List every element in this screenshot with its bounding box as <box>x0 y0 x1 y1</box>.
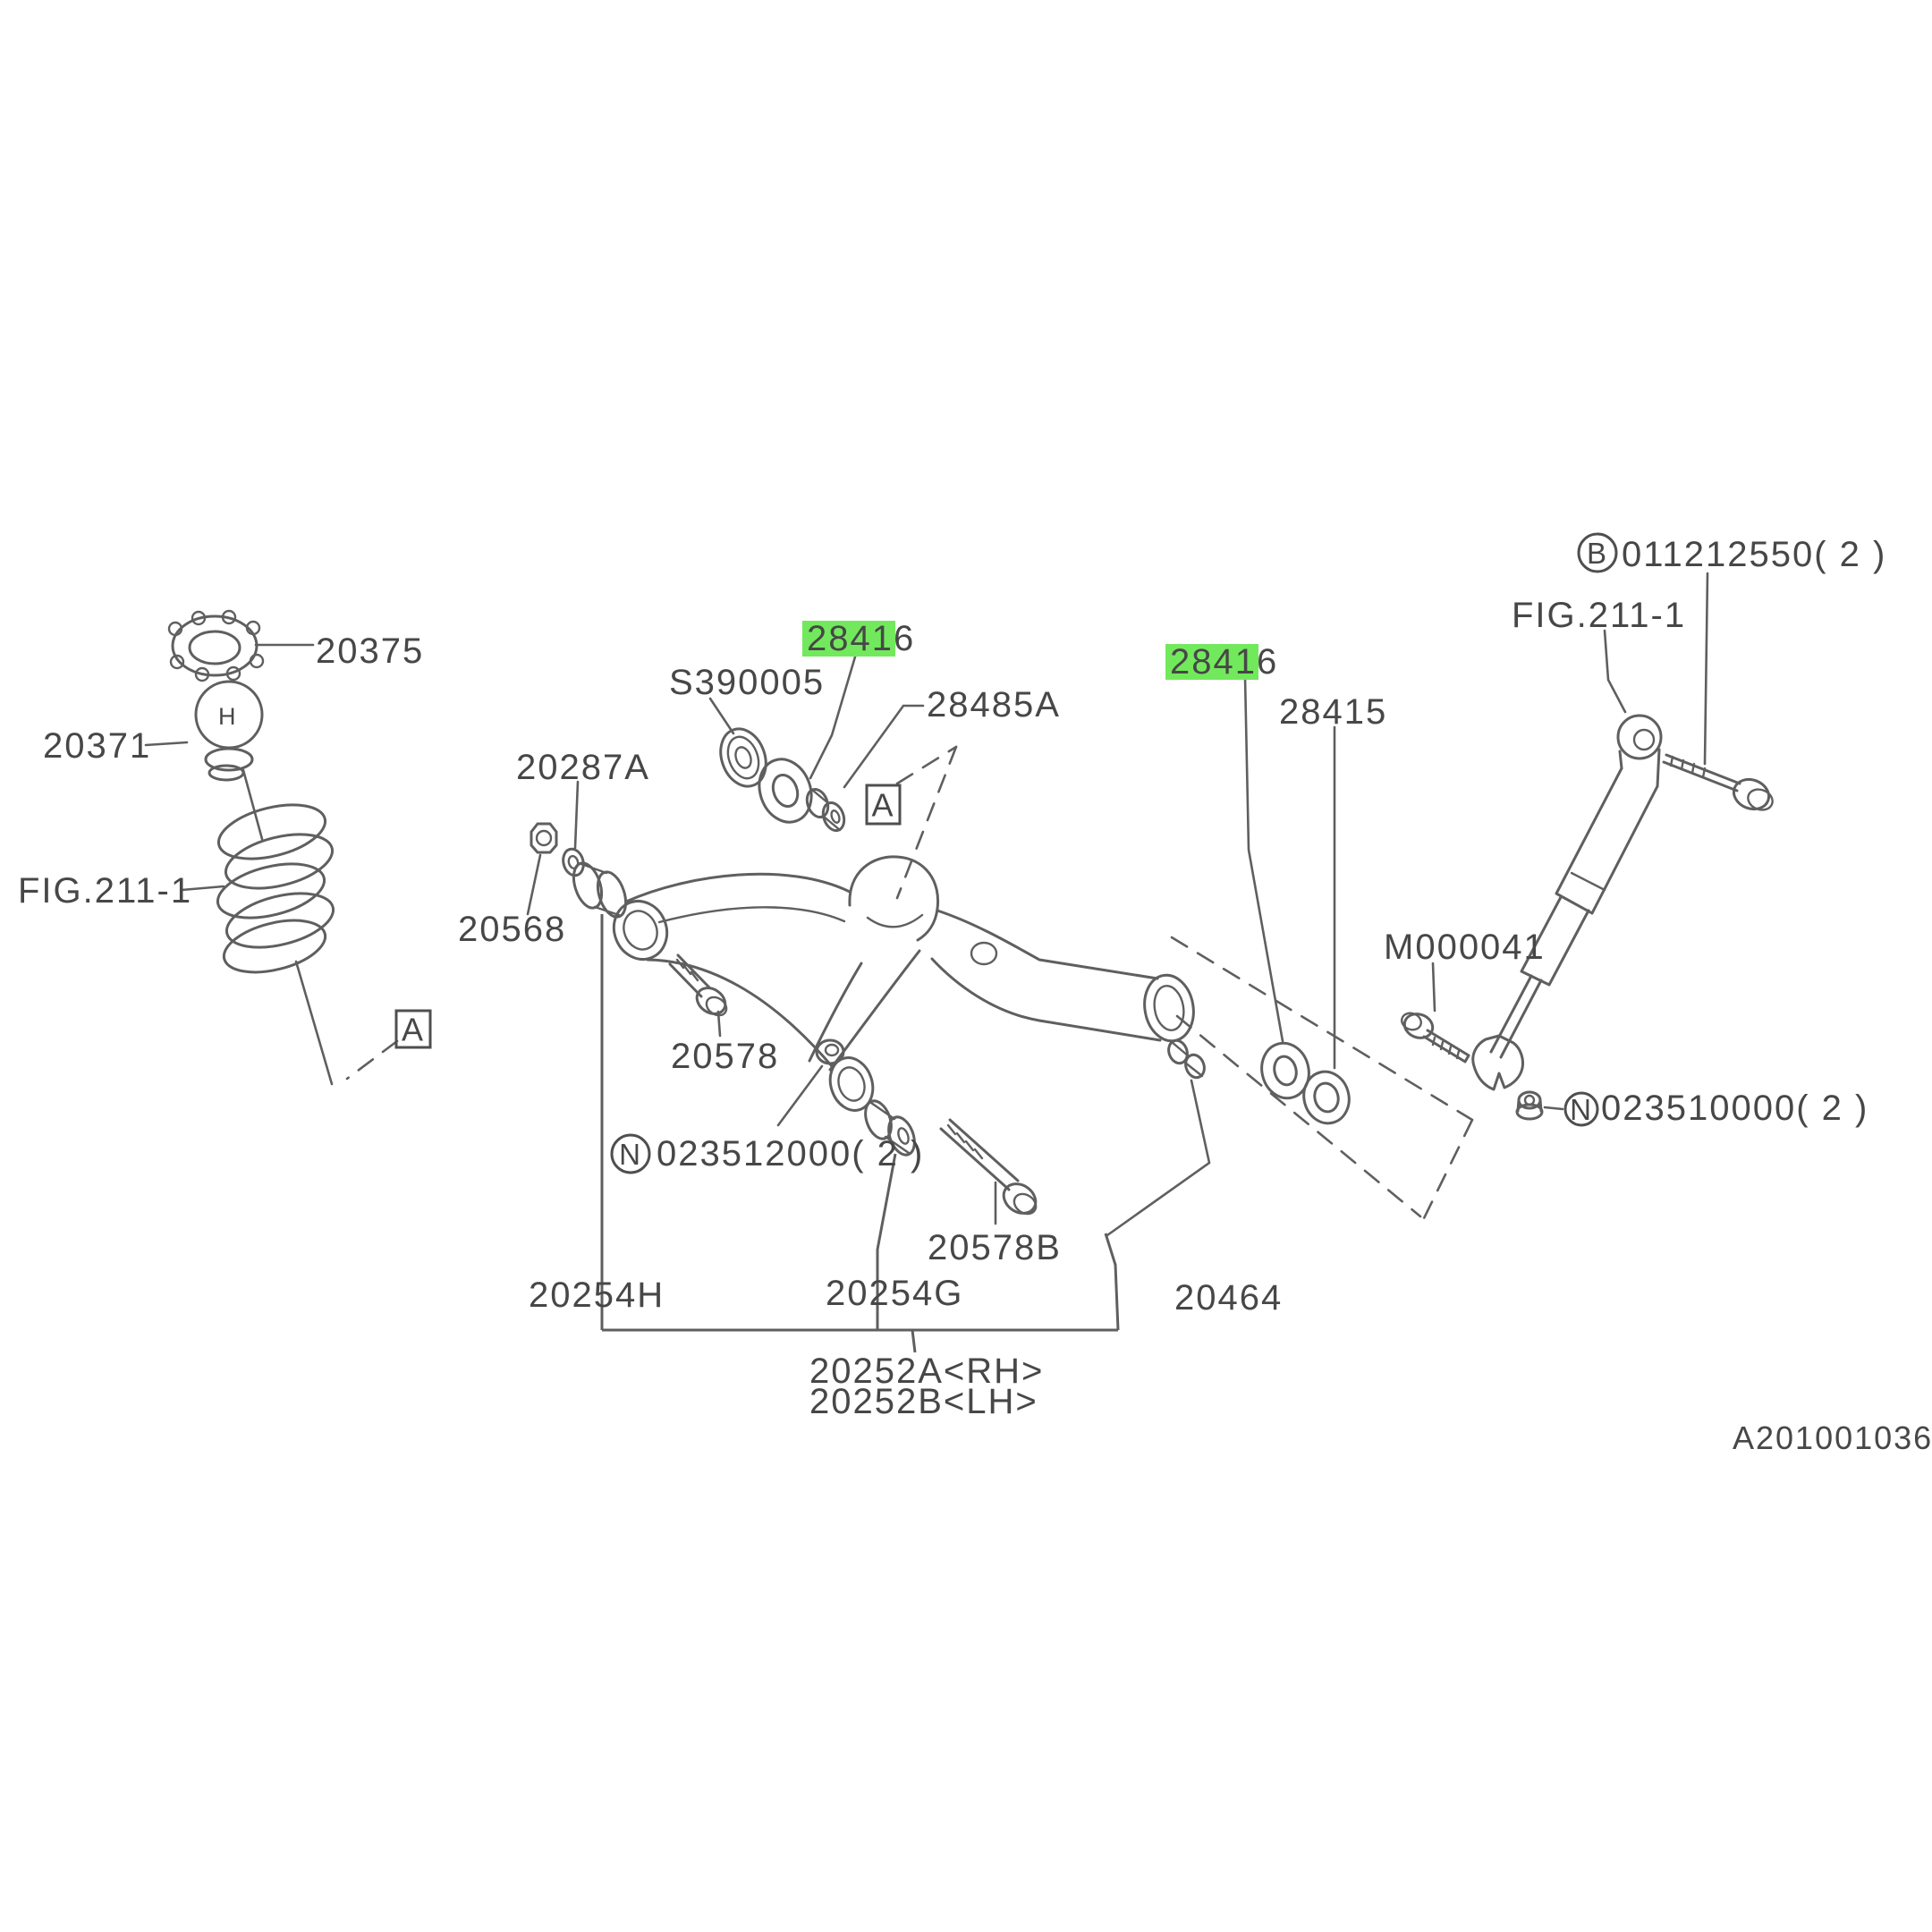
label-s390005: S390005 <box>669 663 825 702</box>
detail-box-a-left: A <box>394 1009 432 1049</box>
label-layer: 2037520371FIG.211-120287A20568S390005284… <box>18 535 1932 1456</box>
nut-20287a <box>530 822 558 854</box>
label-20375: 20375 <box>316 631 424 671</box>
label-20578b: 20578B <box>928 1228 1062 1267</box>
trailing-arm <box>612 855 1195 1112</box>
label-011212550: 011212550( 2 ) <box>1622 535 1886 574</box>
label-h-mark: H <box>218 703 238 730</box>
nut-marker-n2: N <box>1563 1091 1599 1127</box>
spring-seat-20375 <box>167 609 265 682</box>
label-28415: 28415 <box>1279 692 1387 732</box>
label-023512000: 023512000( 2 ) <box>657 1134 924 1174</box>
label-28416-left-highlight <box>802 621 895 657</box>
bump-stop-20371 <box>194 680 264 782</box>
label-20464: 20464 <box>1174 1278 1283 1318</box>
washer-28416-right <box>1260 1041 1310 1100</box>
marker-layer: A A B N N <box>394 532 1618 1174</box>
coil-spring <box>216 803 335 974</box>
label-20371: 20371 <box>43 726 151 766</box>
label-20252b: 20252B<LH> <box>809 1382 1038 1421</box>
label-28416-right: 28416 <box>1170 642 1278 682</box>
label-20252a: 20252A<RH> <box>809 1352 1044 1391</box>
bushing-28485a <box>805 788 846 832</box>
washer-28416-left <box>758 758 813 824</box>
label-fig211-right: FIG.211-1 <box>1512 596 1686 635</box>
label-m000041: M000041 <box>1384 928 1546 967</box>
svg-text:B: B <box>1587 537 1608 570</box>
bolt-m000041 <box>1401 1012 1470 1063</box>
bolt-marker-b: B <box>1577 532 1618 573</box>
bushing-20568 <box>572 861 628 919</box>
bushing-20254g <box>864 1099 916 1157</box>
label-20568: 20568 <box>458 910 566 949</box>
washer-28415 <box>1302 1070 1351 1125</box>
bolt-011212550 <box>1662 753 1774 811</box>
dashed-detail-lines <box>345 745 1474 1220</box>
bearing-s390005 <box>719 727 767 788</box>
label-fig211-left: FIG.211-1 <box>18 871 192 911</box>
pin-20464 <box>1167 1038 1206 1080</box>
nut-023512000 <box>815 1038 845 1065</box>
label-20254h: 20254H <box>529 1275 665 1315</box>
highlight-layer <box>802 621 1258 680</box>
svg-text:N: N <box>619 1138 642 1171</box>
label-28485a: 28485A <box>927 685 1061 724</box>
label-20287a: 20287A <box>516 748 650 787</box>
leader-lines <box>144 572 1709 1237</box>
nut-marker-n1: N <box>610 1133 651 1174</box>
bracket-lines <box>600 914 1120 1353</box>
label-20578: 20578 <box>671 1037 779 1076</box>
detail-box-a-middle: A <box>865 784 902 826</box>
label-28416-right-highlight <box>1165 644 1258 680</box>
bolt-20578 <box>668 953 728 1017</box>
label-20254g: 20254G <box>826 1274 963 1313</box>
svg-text:A: A <box>871 787 894 824</box>
svg-text:A: A <box>402 1012 425 1048</box>
label-28416-left: 28416 <box>807 619 915 658</box>
bolt-20578b <box>939 1118 1038 1216</box>
label-footer-code: A201001036 <box>1733 1419 1932 1456</box>
shock-absorber <box>1471 714 1663 1091</box>
svg-text:N: N <box>1570 1093 1593 1126</box>
label-023510000: 023510000( 2 ) <box>1601 1089 1868 1128</box>
nut-023510000 <box>1515 1090 1544 1121</box>
